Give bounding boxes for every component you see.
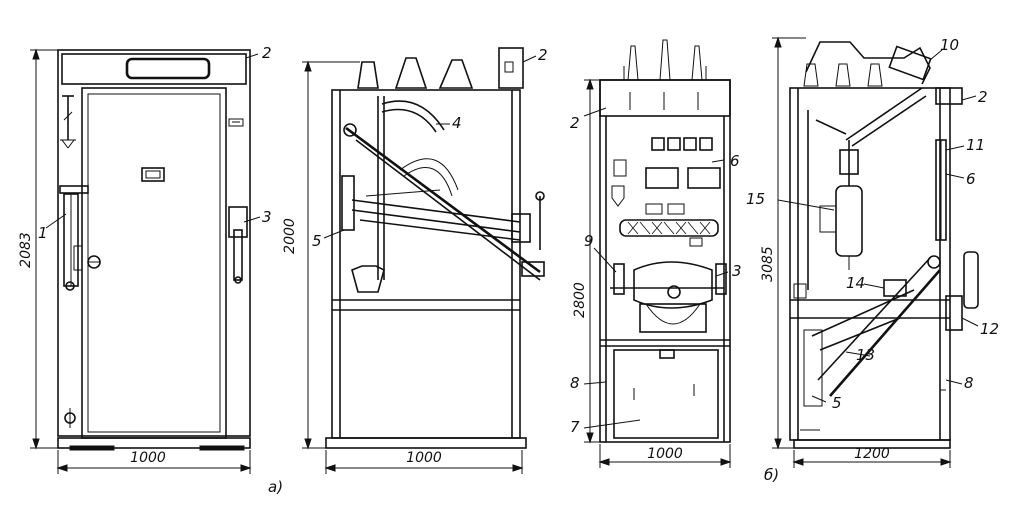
- callout-fig3-2: 2: [570, 114, 580, 132]
- dim-height-fig4: 3085: [760, 246, 776, 282]
- callout-fig1-1: 1: [38, 224, 48, 242]
- dim-width-fig1: 1000: [130, 450, 166, 466]
- dim-height-fig1: 2083: [18, 232, 34, 268]
- callout-fig3-8: 8: [570, 374, 580, 392]
- dim-width-fig3: 1000: [647, 446, 683, 462]
- callout-fig3-9: 9: [584, 232, 594, 250]
- callout-fig3-3: 3: [732, 262, 742, 280]
- callout-fig2-2: 2: [538, 46, 548, 64]
- callout-fig4-13: 13: [856, 346, 875, 364]
- callout-fig3-6: 6: [730, 152, 740, 170]
- callout-fig4-12: 12: [980, 320, 999, 338]
- dim-width-fig2: 1000: [406, 450, 442, 466]
- callout-fig4-5: 5: [832, 394, 842, 412]
- callout-fig4-11: 11: [966, 136, 985, 154]
- callout-fig2-4: 4: [452, 114, 462, 132]
- callout-fig4-2: 2: [978, 88, 988, 106]
- callout-fig1-3: 3: [262, 208, 272, 226]
- callout-fig4-6: 6: [966, 170, 976, 188]
- dim-height-fig2: 2000: [282, 218, 298, 254]
- figure-1-front-view: 2083 1000 2 1 3: [18, 44, 272, 474]
- callout-fig2-5: 5: [312, 232, 322, 250]
- callout-fig4-8: 8: [964, 374, 974, 392]
- dim-height-fig3: 2800: [572, 282, 588, 318]
- callout-fig3-7: 7: [570, 418, 580, 436]
- callout-fig4-15: 15: [746, 190, 765, 208]
- callout-fig4-14: 14: [846, 274, 865, 292]
- dim-width-fig4: 1200: [854, 446, 890, 462]
- callout-fig4-10: 10: [940, 36, 959, 54]
- view-b-label: б): [764, 466, 779, 484]
- view-a-label: а): [268, 478, 283, 496]
- callout-fig1-2: 2: [262, 44, 272, 62]
- figure-3-front-view: 2800 1000 2 6 9 3 8 7: [570, 39, 742, 468]
- figure-4-side-section: 3085 1200 10 2 11 6 15 14 12 13 5 8: [746, 36, 999, 468]
- figure-2-side-view: 2000 1000 2 4 5: [282, 46, 548, 474]
- insulation-hatch: [627, 221, 711, 235]
